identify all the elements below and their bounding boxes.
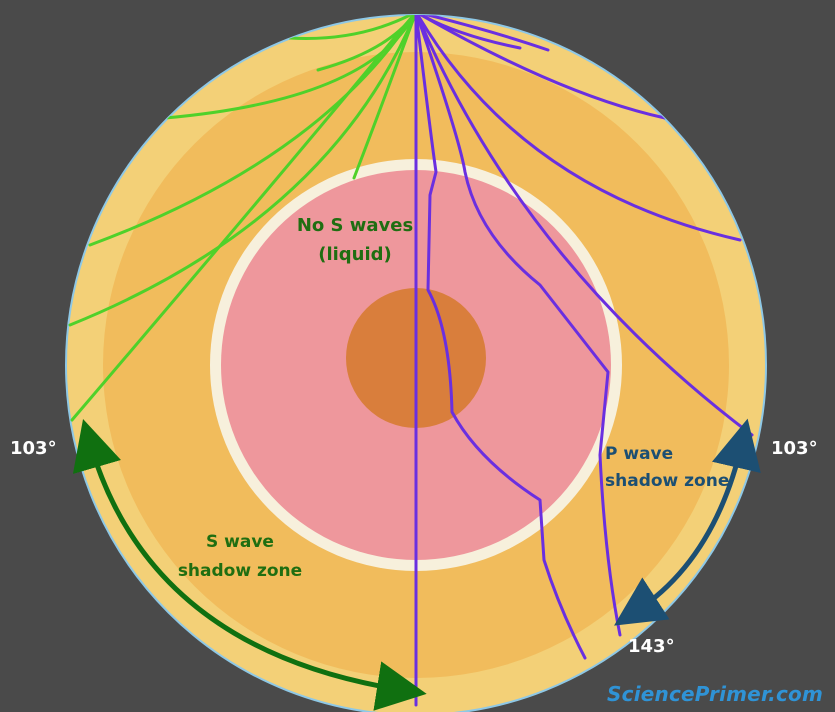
bottom-angle-label: 143° (628, 636, 675, 657)
p-wave-shadow-zone-arrow (614, 418, 761, 626)
left-angle-label: 103° (10, 438, 57, 459)
p-wave-ray-core (414, 15, 622, 637)
p-wave-ray (414, 15, 742, 242)
right-angle-label: 103° (771, 438, 818, 459)
s-wave-shadow-zone-arrow (72, 418, 427, 711)
core-label-line2: (liquid) (318, 244, 392, 265)
s-wave-rays (68, 15, 418, 422)
s-zone-label-line1: S wave (206, 532, 274, 552)
s-wave-ray (288, 15, 418, 40)
p-zone-label-line1: P wave (605, 444, 673, 464)
p-zone-label-line2: shadow zone (605, 471, 729, 491)
p-wave-ray (414, 15, 550, 52)
s-wave-ray (70, 15, 418, 422)
core-label-line1: No S waves (297, 215, 413, 236)
p-wave-ray-core (414, 15, 587, 660)
p-wave-rays (414, 15, 754, 707)
p-wave-ray (414, 15, 667, 120)
s-zone-label-line2: shadow zone (178, 561, 302, 581)
s-wave-ray (68, 15, 418, 327)
p-wave-ray (414, 15, 754, 437)
brand-watermark: SciencePrimer.com (607, 682, 823, 706)
s-wave-ray (88, 15, 418, 247)
